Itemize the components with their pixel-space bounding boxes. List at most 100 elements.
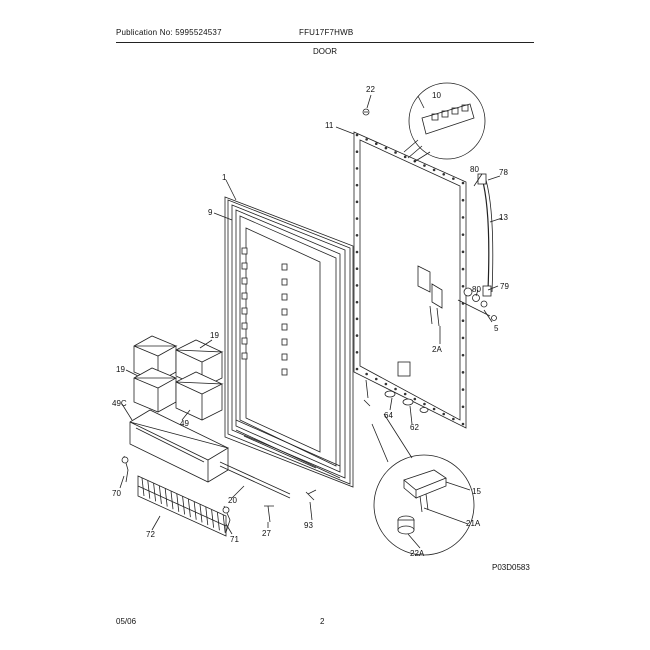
callout-64: 64 xyxy=(384,411,393,420)
panel-hole xyxy=(355,350,359,354)
basket-wire xyxy=(182,496,185,515)
basket-wire xyxy=(205,506,209,526)
panel-hole xyxy=(413,397,417,401)
section-title: DOOR xyxy=(313,47,337,56)
shelf-support xyxy=(241,262,248,270)
panel-hole xyxy=(355,150,359,154)
panel-hole xyxy=(355,334,359,337)
callout-79: 79 xyxy=(500,282,509,291)
door-bin-large xyxy=(129,409,230,483)
figure-id: P03D0583 xyxy=(492,563,530,572)
panel-hole xyxy=(355,167,359,170)
panel-hole xyxy=(461,250,465,254)
panel-hole xyxy=(461,233,465,236)
panel-hole xyxy=(461,405,465,409)
callout-19-left: 19 xyxy=(116,365,125,374)
shelf-support xyxy=(241,322,248,330)
basket-wire xyxy=(147,480,151,499)
shelf-support xyxy=(241,247,248,255)
panel-hole xyxy=(355,300,359,304)
handle-hardware xyxy=(457,287,497,321)
shelf-support xyxy=(281,308,288,316)
shelf-support xyxy=(281,353,288,361)
publication-number: Publication No: 5995524537 xyxy=(116,28,222,37)
panel-hole xyxy=(355,183,359,187)
panel-hole xyxy=(365,138,368,141)
door-liner xyxy=(231,204,346,479)
panel-hole xyxy=(355,217,359,220)
callout-13: 13 xyxy=(499,213,508,222)
callout-5: 5 xyxy=(494,324,499,333)
panel-hole xyxy=(355,250,359,254)
basket-wire xyxy=(193,501,197,520)
panel-hole xyxy=(452,177,455,180)
panel-hole xyxy=(461,319,465,323)
basket-wires xyxy=(141,477,226,534)
header-rule xyxy=(116,42,534,43)
panel-hole xyxy=(355,200,359,204)
callout-80-lower: 80 xyxy=(472,285,481,294)
panel-hole xyxy=(403,155,407,159)
shelf-support-ribs xyxy=(241,247,288,376)
panel-hole xyxy=(442,412,446,416)
panel-hole xyxy=(394,151,397,154)
shelf-support xyxy=(281,338,288,346)
door-handle xyxy=(477,173,494,297)
panel-hole xyxy=(355,284,359,287)
panel-hole xyxy=(461,371,465,374)
outer-door-panel xyxy=(353,131,467,429)
callout-22A: 22A xyxy=(410,549,425,558)
basket-wire xyxy=(170,491,174,510)
lower-hinge-inset xyxy=(371,413,475,556)
panel-hole xyxy=(461,198,465,202)
panel-edge-holes xyxy=(355,133,465,426)
callout-11: 11 xyxy=(325,121,334,130)
panel-hole xyxy=(423,402,426,406)
model-number: FFU17F7HWB xyxy=(299,28,354,37)
panel-hole xyxy=(461,388,465,391)
callout-62: 62 xyxy=(410,423,419,432)
callout-22: 22 xyxy=(366,85,375,94)
leader-lines xyxy=(119,94,503,549)
basket-wire xyxy=(199,504,203,523)
panel-hole xyxy=(355,267,359,271)
top-screw xyxy=(362,108,370,116)
shelf-support xyxy=(241,292,248,300)
panel-hole xyxy=(384,146,388,150)
callout-93: 93 xyxy=(304,521,313,530)
shelf-support xyxy=(241,277,248,285)
hinge-bracket xyxy=(417,265,443,327)
panel-hole xyxy=(461,422,465,426)
panel-hole xyxy=(403,392,407,396)
basket-wire xyxy=(176,493,180,512)
panel-hole xyxy=(365,372,368,376)
panel-hole xyxy=(374,142,378,146)
panel-hole xyxy=(374,377,378,381)
panel-hole xyxy=(461,181,465,185)
shelf-support xyxy=(241,307,248,315)
wire-basket xyxy=(121,455,231,537)
shelf-support xyxy=(281,368,288,376)
footer-date: 05/06 xyxy=(116,617,137,626)
panel-hole xyxy=(394,387,397,391)
panel-hole xyxy=(461,284,465,288)
callout-labels: 22 11 10 80 78 13 1 9 79 80 5 2A 19 19 4… xyxy=(112,85,509,558)
callout-21A: 21A xyxy=(466,519,481,528)
panel-hole xyxy=(355,233,359,237)
basket-wire xyxy=(188,499,191,518)
panel-hole xyxy=(355,317,359,321)
door-bin-middle-right xyxy=(175,371,224,421)
panel-hole xyxy=(442,172,446,176)
panel-hole xyxy=(432,168,436,172)
basket-wire xyxy=(211,509,214,528)
panel-hole xyxy=(432,407,436,411)
shelf-support xyxy=(281,263,288,271)
callout-49: 49 xyxy=(180,419,189,428)
callout-19-upper: 19 xyxy=(210,331,219,340)
callout-1: 1 xyxy=(222,173,227,182)
shelf-support xyxy=(241,337,248,345)
basket-wire xyxy=(164,488,168,507)
callout-80-upper: 80 xyxy=(470,165,479,174)
door-stop-hardware xyxy=(363,361,429,413)
